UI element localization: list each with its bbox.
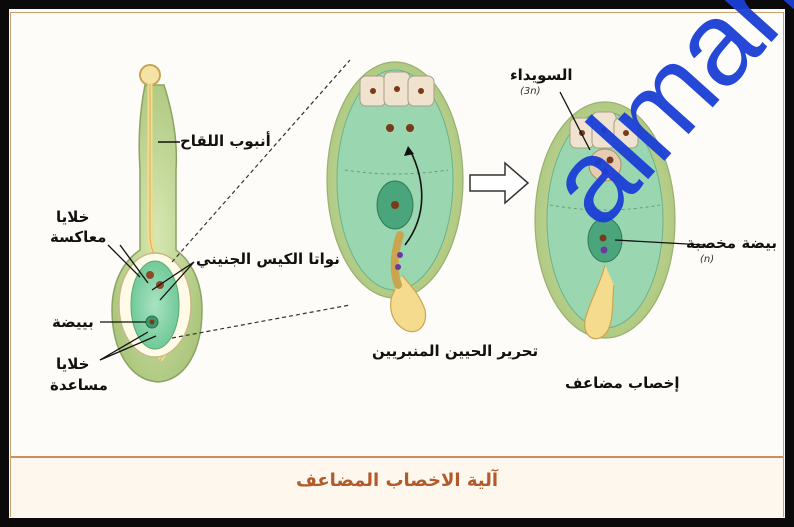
label-endosperm-ploidy: (3n)	[520, 86, 541, 97]
transition-arrow	[470, 163, 528, 203]
label-antipodal-1: خلايا	[56, 208, 89, 226]
figure-caption: آلية الاخصاب المضاعف	[11, 470, 783, 491]
label-antipodal-2: معاكسة	[50, 228, 106, 246]
caption-bar: آلية الاخصاب المضاعف	[11, 456, 783, 518]
label-double-fertilization: إخصاب مضاعف	[565, 374, 679, 392]
label-pollen-tube: أنبوب اللقاح	[180, 132, 271, 150]
label-endosperm: السويداء	[510, 66, 573, 84]
label-synergid-1: خلايا	[56, 355, 89, 373]
label-sperm-release: تحرير الحيين المنبريين	[372, 342, 538, 360]
zoom-line-top	[172, 60, 350, 262]
label-egg: بييضة	[52, 313, 94, 331]
label-synergid-2: مساعدة	[50, 376, 108, 394]
label-zygote: بيضة مخصبة	[686, 234, 777, 252]
label-polar-nuclei: نواتا الكيس الجنيني	[196, 250, 340, 268]
label-zygote-ploidy: (n)	[700, 254, 714, 265]
embryo-sac-zoom	[327, 62, 463, 332]
